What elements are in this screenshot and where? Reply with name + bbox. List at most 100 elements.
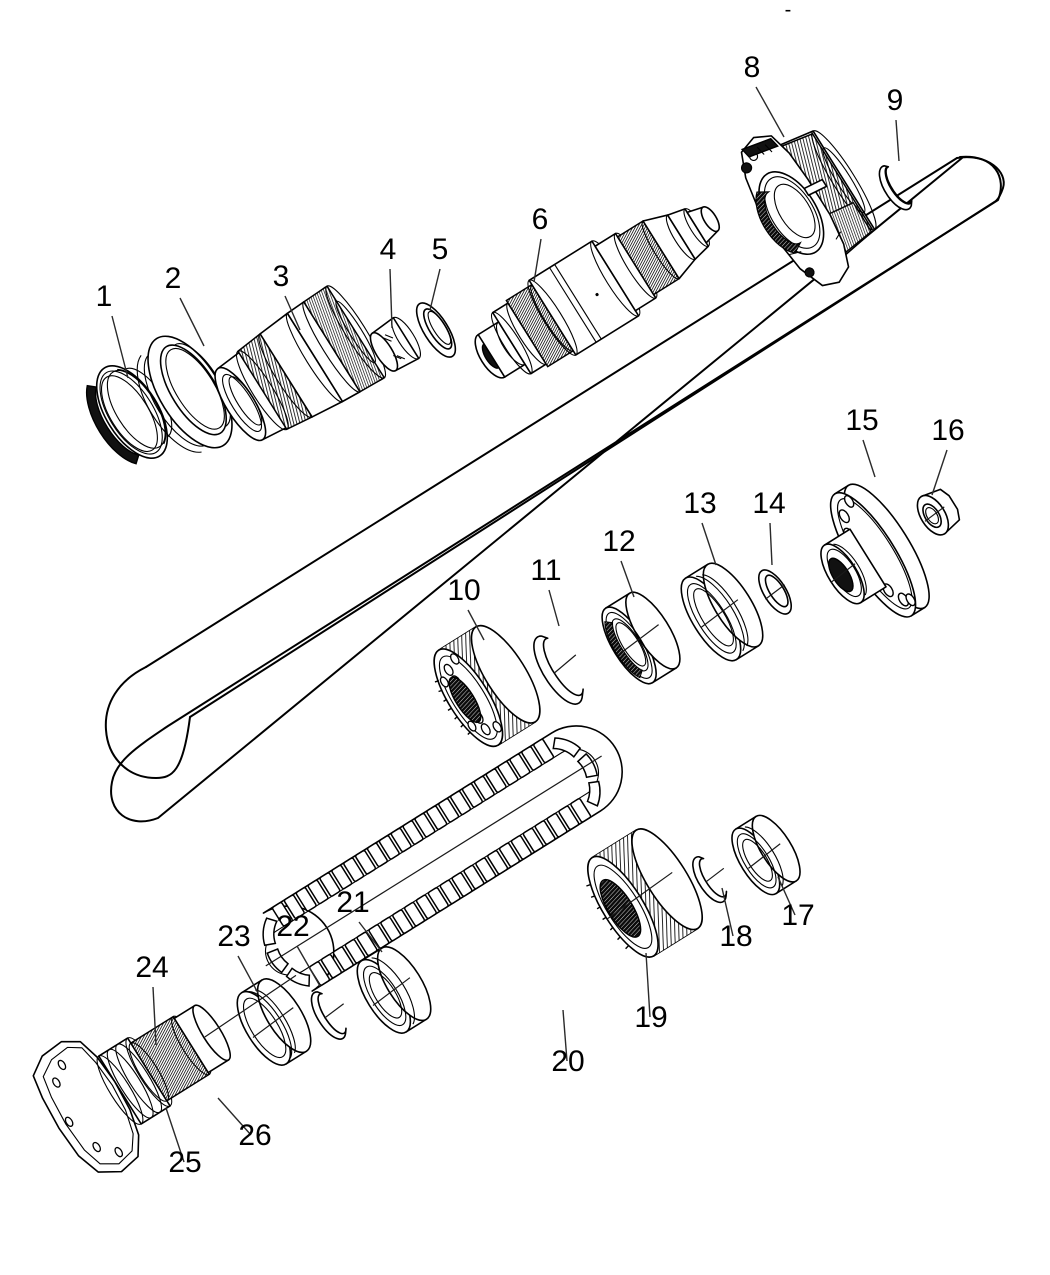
part-2-retainer-ring: [136, 335, 233, 453]
callout-number-23: 23: [217, 920, 250, 953]
callout-number-19: 19: [634, 1001, 667, 1034]
callout-leader-22: [296, 945, 321, 987]
part-24-front-output-housing: [32, 974, 297, 1173]
callout-1: 1: [96, 280, 129, 379]
part-13-rear-output-seal: [680, 562, 764, 662]
callout-26: 26: [217, 1097, 272, 1152]
part-17-front-output-bearing: [731, 814, 801, 896]
part-12-rear-output-bearing: [601, 591, 681, 685]
callout-17: 17: [777, 876, 815, 932]
callout-3: 3: [273, 260, 301, 331]
part-18-snap-ring: [692, 855, 728, 904]
callout-number-18: 18: [719, 920, 752, 953]
callout-leader-26: [217, 1097, 252, 1136]
callout-leader-13: [701, 522, 717, 566]
callout-leader-10: [467, 609, 485, 641]
callout-number-22: 22: [276, 910, 309, 943]
part-9-snap-ring: [878, 165, 913, 211]
part-11-snap-ring: [533, 635, 584, 705]
part-15-output-flange: [820, 483, 930, 618]
part-4-thrust-bushing: [369, 316, 421, 372]
callout-leader-4: [389, 268, 393, 329]
callout-number-13: 13: [683, 487, 716, 520]
callout-19: 19: [634, 952, 668, 1034]
part-5-thrust-washer: [415, 302, 457, 358]
callout-leader-3: [284, 295, 301, 331]
callout-16: 16: [931, 414, 965, 496]
callout-number-17: 17: [781, 899, 814, 932]
callout-4: 4: [380, 233, 397, 329]
callout-10: 10: [447, 574, 485, 641]
callout-number-25: 25: [168, 1146, 201, 1179]
part-20-drive-chain: [262, 725, 623, 992]
callout-number-3: 3: [273, 260, 290, 293]
callout-number-15: 15: [845, 404, 878, 437]
callout-23: 23: [217, 920, 259, 994]
part-22-snap-ring: [310, 991, 347, 1040]
callout-number-4: 4: [380, 233, 397, 266]
callout-leader-19: [645, 952, 651, 1018]
callout-leader-12: [620, 560, 635, 598]
callout-number-10: 10: [447, 574, 480, 607]
callout-number-8: 8: [744, 51, 761, 84]
callout-number-9: 9: [887, 84, 904, 117]
callout-12: 12: [602, 525, 636, 598]
part-8-planetary-carrier: [740, 130, 877, 287]
callout-leader-2: [179, 297, 205, 347]
callout-25: 25: [165, 1107, 202, 1179]
callout-number-14: 14: [752, 487, 785, 520]
part-19-driven-sprocket: [586, 828, 703, 958]
callout-5: 5: [429, 233, 449, 311]
part-6-mainshaft: [474, 206, 721, 379]
callout-20: 20: [551, 1009, 585, 1078]
callout-number-21: 21: [336, 886, 369, 919]
callout-number-5: 5: [432, 233, 449, 266]
callout-14: 14: [752, 487, 786, 566]
callout-number-2: 2: [165, 262, 182, 295]
callout-22: 22: [276, 910, 321, 987]
callout-leader-18: [721, 887, 734, 937]
part-16-flange-nut: [916, 488, 961, 536]
callout-leader-21: [358, 921, 383, 953]
part-21-front-output-bearing: [356, 946, 432, 1034]
callout-leader-25: [165, 1107, 185, 1163]
callout-leader-17: [777, 876, 796, 916]
callout-leader-23: [237, 955, 259, 994]
callout-leader-6: [533, 238, 542, 283]
housing-outline: [104, 155, 1005, 823]
callout-leader-20: [562, 1009, 568, 1062]
callout-15: 15: [845, 404, 879, 478]
callout-leader-9: [895, 119, 900, 162]
part-3-input-gear-hub: [214, 285, 387, 442]
callout-18: 18: [719, 887, 753, 953]
callout-leader-8: [755, 86, 785, 138]
callout-24: 24: [135, 951, 169, 1046]
part-14-thrust-washer: [757, 569, 793, 615]
callout-number-16: 16: [931, 414, 964, 447]
callout-2: 2: [165, 262, 205, 347]
callout-9: 9: [887, 84, 904, 162]
callout-leader-11: [548, 589, 560, 627]
callout-8: 8: [744, 51, 785, 138]
callout-number-11: 11: [530, 554, 561, 587]
callout-leader-14: [769, 522, 773, 566]
callout-leader-1: [111, 315, 129, 379]
callout-leader-5: [429, 268, 441, 311]
callout-21: 21: [336, 886, 383, 953]
callout-number-12: 12: [602, 525, 635, 558]
callout-13: 13: [683, 487, 717, 566]
callout-number-26: 26: [238, 1119, 271, 1152]
callout-11: 11: [530, 554, 562, 627]
callout-leader-24: [152, 986, 157, 1046]
callout-6: 6: [532, 203, 549, 283]
part-10-drive-sprocket: [433, 624, 541, 748]
callout-number-20: 20: [551, 1045, 584, 1078]
callout-number-24: 24: [135, 951, 168, 984]
callout-leader-16: [931, 449, 948, 496]
top-artifact-mark: -: [785, 0, 792, 21]
callout-number-6: 6: [532, 203, 549, 236]
callout-number-1: 1: [96, 280, 113, 313]
